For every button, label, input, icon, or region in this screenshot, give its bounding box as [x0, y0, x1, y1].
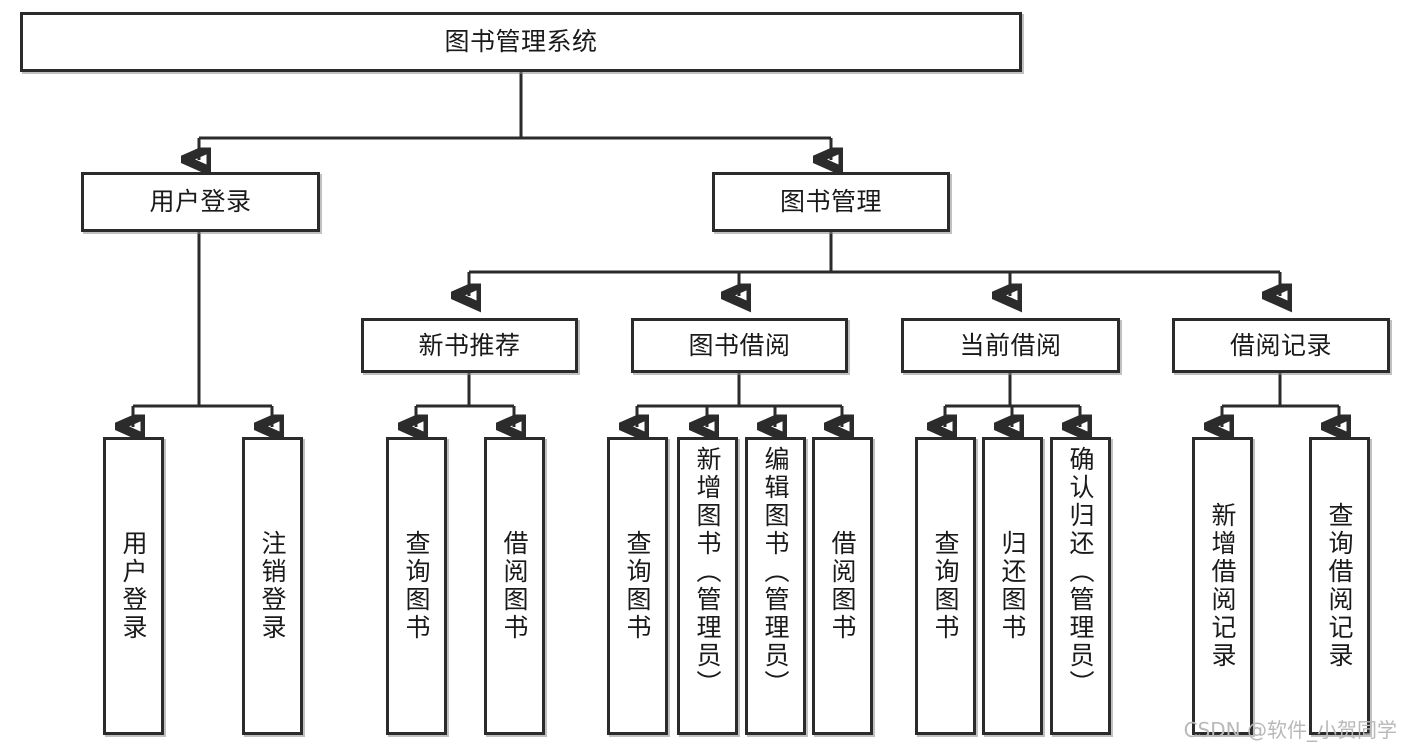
node-root-library-system[interactable]: 图书管理系统: [20, 12, 1022, 72]
node-label: 借阅图书: [828, 530, 857, 642]
node-leaf-return-book[interactable]: 归还图书: [982, 437, 1043, 735]
node-current-borrow[interactable]: 当前借阅: [901, 318, 1120, 373]
node-label: 当前借阅: [959, 330, 1062, 360]
node-leaf-user-login[interactable]: 用户登录: [103, 437, 164, 735]
node-label: 图书管理: [779, 187, 882, 216]
node-label: 新书推荐: [418, 330, 521, 360]
node-label: 图书管理系统: [444, 27, 598, 56]
node-leaf-query-borrow-record[interactable]: 查询借阅记录: [1309, 437, 1370, 735]
node-leaf-add-book-admin[interactable]: 新增图书（管理员）: [677, 437, 738, 735]
node-label: 用户登录: [119, 530, 148, 642]
node-label: 查询图书: [623, 530, 652, 642]
node-leaf-confirm-return-admin[interactable]: 确认归还（管理员）: [1050, 437, 1111, 735]
node-user-login[interactable]: 用户登录: [81, 172, 320, 232]
node-label: 新增借阅记录: [1208, 502, 1237, 670]
node-leaf-query-book-current[interactable]: 查询图书: [915, 437, 976, 735]
node-label: 借阅图书: [500, 530, 529, 642]
node-label: 图书借阅: [688, 330, 791, 360]
node-label: 查询图书: [931, 530, 960, 642]
node-book-borrow[interactable]: 图书借阅: [631, 318, 848, 373]
node-label: 借阅记录: [1229, 330, 1332, 360]
node-leaf-borrow-book[interactable]: 借阅图书: [812, 437, 873, 735]
node-leaf-logout[interactable]: 注销登录: [242, 437, 303, 735]
node-label: 归还图书: [998, 530, 1027, 642]
node-leaf-query-book-borrow[interactable]: 查询图书: [607, 437, 668, 735]
node-label: 新增图书（管理员）: [693, 446, 722, 698]
watermark-text: CSDN @软件_小贺同学: [1183, 718, 1397, 742]
node-label: 注销登录: [258, 530, 287, 642]
node-label: 查询借阅记录: [1325, 502, 1354, 670]
node-leaf-borrow-book-recommend[interactable]: 借阅图书: [484, 437, 545, 735]
node-label: 编辑图书（管理员）: [761, 446, 790, 698]
node-leaf-query-book-recommend[interactable]: 查询图书: [386, 437, 447, 735]
node-new-book-recommend[interactable]: 新书推荐: [361, 318, 578, 373]
node-book-management[interactable]: 图书管理: [712, 172, 950, 232]
node-label: 查询图书: [402, 530, 431, 642]
node-leaf-add-borrow-record[interactable]: 新增借阅记录: [1192, 437, 1253, 735]
node-label: 确认归还（管理员）: [1066, 446, 1095, 698]
node-label: 用户登录: [149, 187, 252, 216]
node-leaf-edit-book-admin[interactable]: 编辑图书（管理员）: [745, 437, 806, 735]
node-borrow-record[interactable]: 借阅记录: [1172, 318, 1390, 373]
